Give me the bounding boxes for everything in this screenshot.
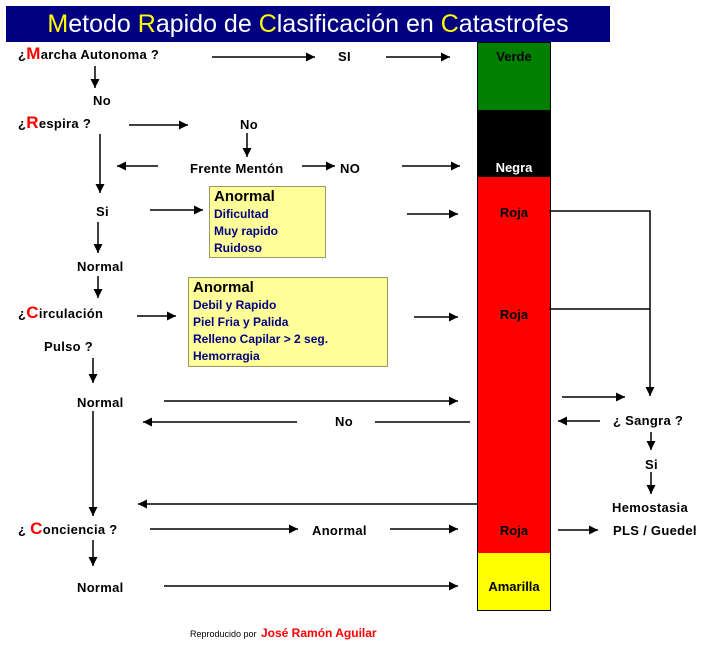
conciencia-text: onciencia ? [42,522,118,537]
normal-respira-label: Normal [77,259,124,274]
marcha-question: ¿Marcha Autonoma ? [18,44,159,64]
marcha-text: archa Autonoma ? [40,47,160,62]
red-segment: Roja Roja Roja [478,177,550,553]
question-prefix: ¿ [18,47,27,62]
no-respira-label: No [240,117,258,132]
footer-prefix: Reproducido por [190,629,257,639]
circulation-abnormal-box: Anormal Debil y Rapido Piel Fria y Palid… [188,277,388,367]
circulacion-text: irculación [38,306,104,321]
box2-item: Piel Fria y Palida [193,315,289,329]
box1-item: Dificultad [214,207,269,221]
question-prefix: ¿ [18,306,27,321]
title-letter-r: R [137,10,156,38]
amarilla-label: Amarilla [488,579,540,594]
page-title: Metodo Rapido de Clasificación en Catast… [6,6,610,42]
no-pulso-label: No [335,414,353,429]
verde-label: Verde [496,49,532,64]
respiration-abnormal-box: Anormal Dificultad Muy rapido Ruidoso [209,186,326,258]
pls-guedel-label: PLS / Guedel [613,523,697,538]
footer-credit: Reproducido por José Ramón Aguilar [190,624,377,642]
triage-color-bar: Verde Negra Roja Roja Roja Amarilla [477,42,551,611]
title-letter-c: C [258,10,277,38]
box2-item: Hemorragia [193,349,260,363]
title-letter-c2: C [440,10,459,38]
negra-label: Negra [495,160,533,175]
no-marcha-label: No [93,93,111,108]
frente-menton-label: Frente Mentón [190,161,284,176]
box1-heading: Anormal [214,188,275,205]
respira-question: ¿Respira ? [18,113,91,133]
si-respira-label: Si [96,204,109,219]
green-segment: Verde [478,43,550,110]
respira-letter: R [26,113,39,132]
title-part: apido de [155,10,259,38]
box2-heading: Anormal [193,279,254,296]
box2-item: Debil y Rapido [193,298,277,312]
hemostasia-label: Hemostasia [612,500,688,515]
box1-item: Ruidoso [214,241,262,255]
conciencia-question: ¿ Conciencia ? [18,519,118,539]
no-frente-label: NO [340,161,361,176]
roja-label-2: Roja [499,307,529,322]
roja-label-1: Roja [499,205,529,220]
black-segment: Negra [478,110,550,177]
sangra-question: ¿ Sangra ? [613,413,684,428]
title-part: etodo [68,10,138,38]
circulacion-letter: C [26,303,39,322]
si-marcha-label: SI [338,49,351,64]
question-prefix: ¿ [18,522,31,537]
conciencia-letter: C [30,519,43,538]
marcha-letter: M [26,44,41,63]
normal-pulso-label: Normal [77,395,124,410]
question-prefix: ¿ [18,116,27,131]
box2-item: Relleno Capilar > 2 seg. [193,332,329,346]
title-letter-m: M [47,10,69,38]
box1-item: Muy rapido [214,224,279,238]
normal-conciencia-label: Normal [77,580,124,595]
pulso-label: Pulso ? [44,339,94,354]
respira-text: espira ? [38,116,92,131]
title-part: atastrofes [458,10,569,38]
footer-author: José Ramón Aguilar [261,626,377,640]
yellow-segment: Amarilla [478,553,550,610]
line-roja1-sangra [549,210,655,396]
roja-label-3: Roja [499,523,529,538]
title-part: lasificación en [276,10,441,38]
circulacion-question: ¿Circulación [18,303,103,323]
si-sangra-label: Si [645,457,658,472]
anormal-conciencia-label: Anormal [312,523,367,538]
